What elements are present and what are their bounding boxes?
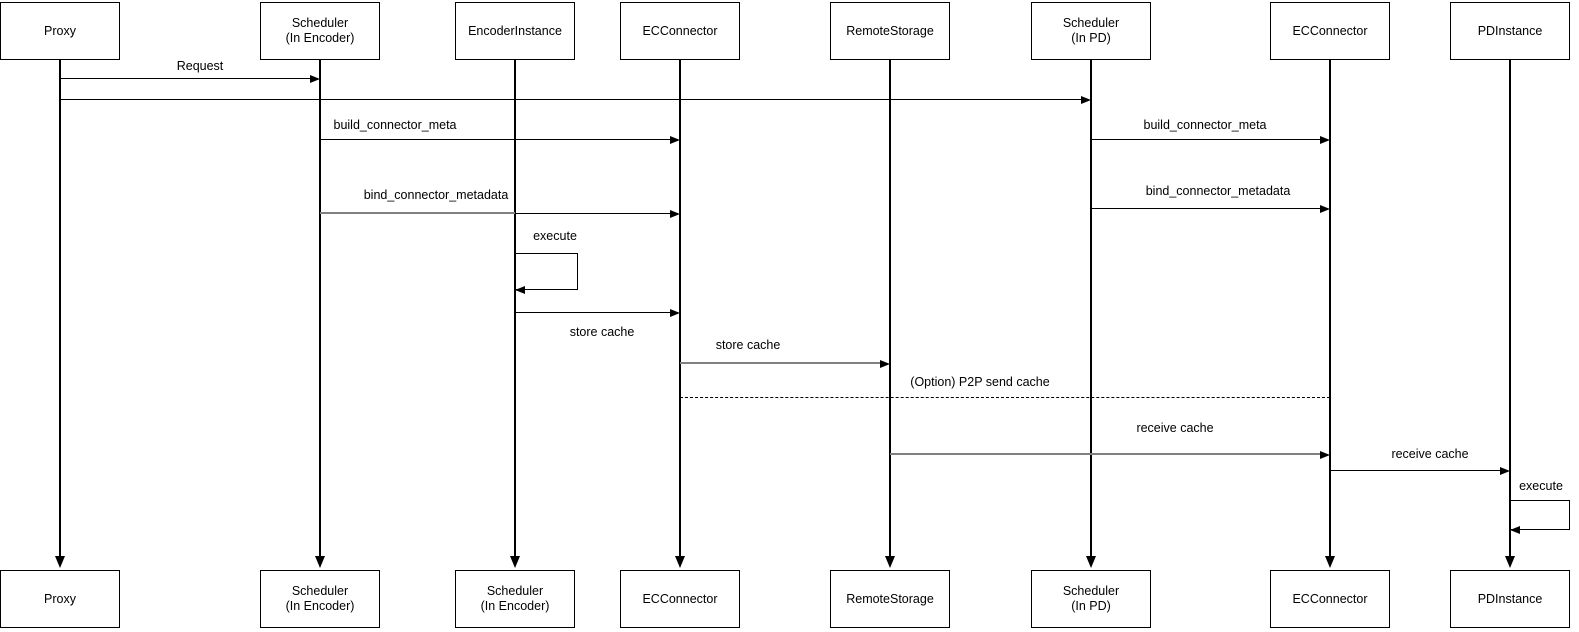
- actor-top-pdinstance: PDInstance: [1450, 2, 1570, 60]
- msg-bind-connector-metadata-left-arrowhead-icon: [670, 210, 680, 218]
- actor-label-line2: (In Encoder): [285, 599, 355, 613]
- lifeline-scheduler-pd: [1090, 60, 1092, 557]
- actor-label: PDInstance: [1477, 23, 1543, 38]
- msg-bind-connector-metadata-left-label: bind_connector_metadata: [362, 188, 510, 202]
- lifeline-end-arrowhead-icon: [510, 556, 520, 568]
- msg-execute-pd-label: execute: [1518, 479, 1564, 493]
- lifeline-end-arrowhead-icon: [1505, 556, 1515, 568]
- lifeline-end-arrowhead-icon: [885, 556, 895, 568]
- msg-execute-encoder-arrowhead-icon: [515, 286, 525, 294]
- msg-store-cache-1-arrowhead-icon: [670, 309, 680, 317]
- actor-top-encoderinstance: EncoderInstance: [455, 2, 575, 60]
- lifeline-end-arrowhead-icon: [315, 556, 325, 568]
- msg-build-connector-meta-right-arrowhead-icon: [1320, 136, 1330, 144]
- msg-build-connector-meta-right-label: build_connector_meta: [1142, 118, 1268, 132]
- actor-label: PDInstance: [1477, 591, 1543, 606]
- actor-label: RemoteStorage: [846, 591, 934, 606]
- msg-receive-cache-2-arrowhead-icon: [1500, 467, 1510, 475]
- actor-label-line2: (In PD): [1071, 31, 1111, 45]
- msg-build-connector-meta-left-label: build_connector_meta: [332, 118, 458, 132]
- actor-label: Scheduler: [1062, 584, 1120, 598]
- actor-label-line2: (In Encoder): [285, 31, 355, 45]
- msg-execute-pd-arrowhead-icon: [1510, 526, 1520, 534]
- lifeline-end-arrowhead-icon: [1086, 556, 1096, 568]
- msg-receive-cache-1-label: receive cache: [1135, 421, 1215, 435]
- msg-bind-connector-metadata-right-label: bind_connector_metadata: [1144, 184, 1292, 198]
- msg-store-cache-1-label: store cache: [568, 325, 636, 339]
- actor-label: ECConnector: [1292, 591, 1368, 606]
- msg-bind-connector-metadata-left-line: [320, 212, 515, 214]
- lifeline-scheduler-encoder: [319, 60, 321, 557]
- msg-store-cache-2-line: [680, 362, 880, 364]
- lifeline-encoderinstance: [514, 60, 516, 557]
- msg-forward-request-arrowhead-icon: [1081, 96, 1091, 104]
- msg-p2p-send-cache-label: (Option) P2P send cache: [909, 375, 1051, 389]
- actor-bottom-remotestorage: RemoteStorage: [830, 570, 950, 628]
- actor-top-ecconnector-pd: ECConnector: [1270, 2, 1390, 60]
- lifeline-pdinstance: [1509, 60, 1511, 557]
- actor-bottom-ecconnector-pd: ECConnector: [1270, 570, 1390, 628]
- msg-build-connector-meta-right-line: [1091, 139, 1320, 140]
- lifeline-end-arrowhead-icon: [1325, 556, 1335, 568]
- actor-bottom-scheduler-encoder-2: Scheduler(In Encoder): [455, 570, 575, 628]
- msg-execute-encoder-label: execute: [532, 229, 578, 243]
- lifeline-remotestorage: [889, 60, 891, 557]
- msg-execute-pd-selfloop: [1510, 500, 1570, 530]
- actor-bottom-proxy: Proxy: [0, 570, 120, 628]
- msg-store-cache-2-arrowhead-icon: [880, 360, 890, 368]
- actor-label-line2: (In Encoder): [480, 599, 550, 613]
- actor-label-line2: (In PD): [1071, 599, 1111, 613]
- lifeline-proxy: [59, 60, 61, 557]
- actor-label: RemoteStorage: [846, 23, 934, 38]
- msg-receive-cache-2-label: receive cache: [1390, 447, 1470, 461]
- msg-receive-cache-1-arrowhead-icon: [1320, 451, 1330, 459]
- msg-p2p-send-cache-line: [680, 397, 1330, 398]
- msg-bind-connector-metadata-right-line: [1091, 208, 1320, 209]
- actor-label: ECConnector: [642, 23, 718, 38]
- msg-receive-cache-2-line: [1330, 470, 1500, 471]
- lifeline-ecconnector-encoder: [679, 60, 681, 557]
- actor-bottom-scheduler-encoder: Scheduler(In Encoder): [260, 570, 380, 628]
- actor-label: ECConnector: [642, 591, 718, 606]
- actor-label: Scheduler: [291, 16, 349, 30]
- actor-label: Proxy: [44, 591, 76, 606]
- actor-top-proxy: Proxy: [0, 2, 120, 60]
- actor-top-remotestorage: RemoteStorage: [830, 2, 950, 60]
- msg-receive-cache-1-line: [890, 453, 1320, 455]
- actor-top-ecconnector-encoder: ECConnector: [620, 2, 740, 60]
- actor-label: ECConnector: [1292, 23, 1368, 38]
- actor-label: Proxy: [44, 23, 76, 38]
- actor-bottom-pdinstance: PDInstance: [1450, 570, 1570, 628]
- msg-store-cache-1-line: [515, 312, 670, 313]
- actor-label: Scheduler: [1062, 16, 1120, 30]
- msg-bind-connector-metadata-left-line2: [515, 213, 670, 214]
- lifeline-end-arrowhead-icon: [675, 556, 685, 568]
- msg-forward-request-line: [60, 99, 1081, 100]
- actor-bottom-scheduler-pd: Scheduler(In PD): [1031, 570, 1151, 628]
- lifeline-end-arrowhead-icon: [55, 556, 65, 568]
- lifeline-ecconnector-pd: [1329, 60, 1331, 557]
- msg-store-cache-2-label: store cache: [714, 338, 782, 352]
- actor-top-scheduler-encoder: Scheduler(In Encoder): [260, 2, 380, 60]
- actor-label: Scheduler: [486, 584, 544, 598]
- msg-build-connector-meta-left-line: [320, 139, 670, 140]
- msg-execute-encoder-selfloop: [515, 253, 578, 290]
- msg-bind-connector-metadata-right-arrowhead-icon: [1320, 205, 1330, 213]
- actor-top-scheduler-pd: Scheduler(In PD): [1031, 2, 1151, 60]
- msg-request-arrowhead-icon: [310, 75, 320, 83]
- actor-label: Scheduler: [291, 584, 349, 598]
- msg-build-connector-meta-left-arrowhead-icon: [670, 136, 680, 144]
- msg-request-label: Request: [175, 59, 225, 73]
- actor-label: EncoderInstance: [468, 23, 562, 38]
- msg-request-line: [60, 78, 310, 79]
- actor-bottom-ecconnector-encoder: ECConnector: [620, 570, 740, 628]
